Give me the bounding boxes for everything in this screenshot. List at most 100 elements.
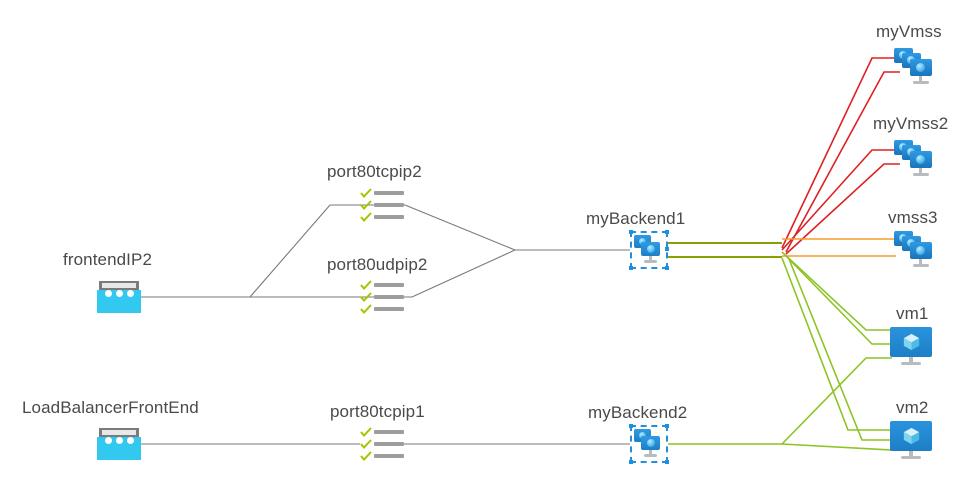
screen-front <box>641 436 660 450</box>
frontend-ip-icon[interactable] <box>97 428 141 460</box>
edge-myBackend1-myVmss-b <box>785 71 900 253</box>
icon-dot <box>127 290 134 297</box>
stand-base <box>901 362 921 365</box>
cube-icon <box>903 427 920 445</box>
stand-base <box>901 456 921 459</box>
lb-rule-icon[interactable] <box>360 188 406 222</box>
rule-line <box>374 283 404 287</box>
rule-line <box>374 430 404 434</box>
stand-base <box>644 260 657 263</box>
edge-port80udpip2-merge <box>411 249 516 298</box>
stand-base <box>913 173 929 176</box>
node-label-vm1: vm1 <box>896 304 929 323</box>
virtual-machine-icon[interactable] <box>890 421 934 461</box>
stand <box>909 451 913 456</box>
selection-handle[interactable] <box>665 247 669 251</box>
icon-dot <box>105 437 112 444</box>
stand <box>649 256 652 260</box>
edge-myBackend1-vm1-b <box>785 255 892 345</box>
selection-handle[interactable] <box>629 424 633 428</box>
check-mark-icon <box>360 304 372 314</box>
vm-scale-set-icon[interactable] <box>894 231 938 269</box>
selection-handle[interactable] <box>665 460 669 464</box>
rule-line <box>374 203 404 207</box>
vm-scale-set-icon[interactable] <box>894 48 938 86</box>
edge-myBackend2-vm1 <box>668 357 892 445</box>
edge-port80tcpip2-merge <box>404 204 516 251</box>
node-label-myBackend2: myBackend2 <box>588 403 688 422</box>
edge-myBackend1-vm2-b <box>788 258 892 441</box>
lb-rule-icon[interactable] <box>360 427 406 461</box>
check-mark-icon <box>360 212 372 222</box>
globe-icon <box>639 432 646 439</box>
stand-base <box>913 81 929 84</box>
globe-icon <box>916 155 925 164</box>
stand <box>919 259 922 264</box>
rule-row <box>360 451 406 461</box>
screen-front <box>641 242 660 256</box>
rule-row <box>360 292 406 302</box>
stand-base <box>644 454 657 457</box>
node-label-frontendIP2: frontendIP2 <box>63 250 152 269</box>
stand <box>919 168 922 173</box>
frontend-ip-icon[interactable] <box>97 281 141 313</box>
stand <box>649 450 652 454</box>
selection-handle[interactable] <box>629 230 633 234</box>
check-mark-icon <box>360 451 372 461</box>
rule-row <box>360 427 406 437</box>
icon-bar <box>99 281 139 290</box>
selection-handle[interactable] <box>629 266 633 270</box>
node-label-myVmss: myVmss <box>876 22 942 41</box>
screen-front <box>910 151 932 168</box>
rule-line <box>374 307 404 311</box>
globe-icon <box>647 439 655 447</box>
globe-icon <box>916 246 925 255</box>
check-mark-icon <box>360 188 372 198</box>
rule-line <box>374 295 404 299</box>
stand <box>909 357 913 362</box>
edge-group-red <box>781 57 900 255</box>
check-mark-icon <box>360 427 372 437</box>
lb-rule-icon[interactable] <box>360 280 406 314</box>
edge-myBackend1-vm2-a <box>781 257 892 431</box>
cube-icon <box>903 333 920 351</box>
check-mark-icon <box>360 292 372 302</box>
edge-myBackend1-vm1-a <box>781 251 892 331</box>
check-mark-icon <box>360 200 372 210</box>
edge-myBackend2-vm2 <box>781 443 893 451</box>
icon-dot <box>127 437 134 444</box>
edge-myBackend1-myVmss-a <box>781 57 896 249</box>
node-myBackend2[interactable] <box>629 424 669 464</box>
node-label-LoadBalancerFrontEnd: LoadBalancerFrontEnd <box>22 398 199 417</box>
globe-icon <box>639 238 646 245</box>
rule-row <box>360 304 406 314</box>
rule-row <box>360 188 406 198</box>
selection-handle[interactable] <box>665 266 669 270</box>
rule-row <box>360 439 406 449</box>
rule-line <box>374 442 404 446</box>
node-label-vm2: vm2 <box>896 398 929 417</box>
globe-icon <box>647 245 655 253</box>
check-mark-icon <box>360 439 372 449</box>
edge-frontendIP2-port80tcpip2 <box>249 204 331 298</box>
screen-front <box>910 59 932 76</box>
virtual-machine-icon[interactable] <box>890 327 934 367</box>
icon-dot <box>105 290 112 297</box>
rule-line <box>374 454 404 458</box>
rule-line <box>374 191 404 195</box>
selection-handle[interactable] <box>665 424 669 428</box>
node-label-vmss3: vmss3 <box>888 208 938 227</box>
check-mark-icon <box>360 280 372 290</box>
icon-bar <box>99 428 139 437</box>
node-myBackend1[interactable] <box>629 230 669 270</box>
edge-myBackend1-myVmss2-b <box>785 163 900 255</box>
icon-dot <box>116 437 123 444</box>
vm-scale-set-icon[interactable] <box>894 140 938 178</box>
stand-base <box>913 264 929 267</box>
selection-handle[interactable] <box>629 460 633 464</box>
icon-dot <box>116 290 123 297</box>
node-label-myVmss2: myVmss2 <box>873 114 949 133</box>
edge-group-orange <box>782 238 896 257</box>
selection-handle[interactable] <box>665 230 669 234</box>
